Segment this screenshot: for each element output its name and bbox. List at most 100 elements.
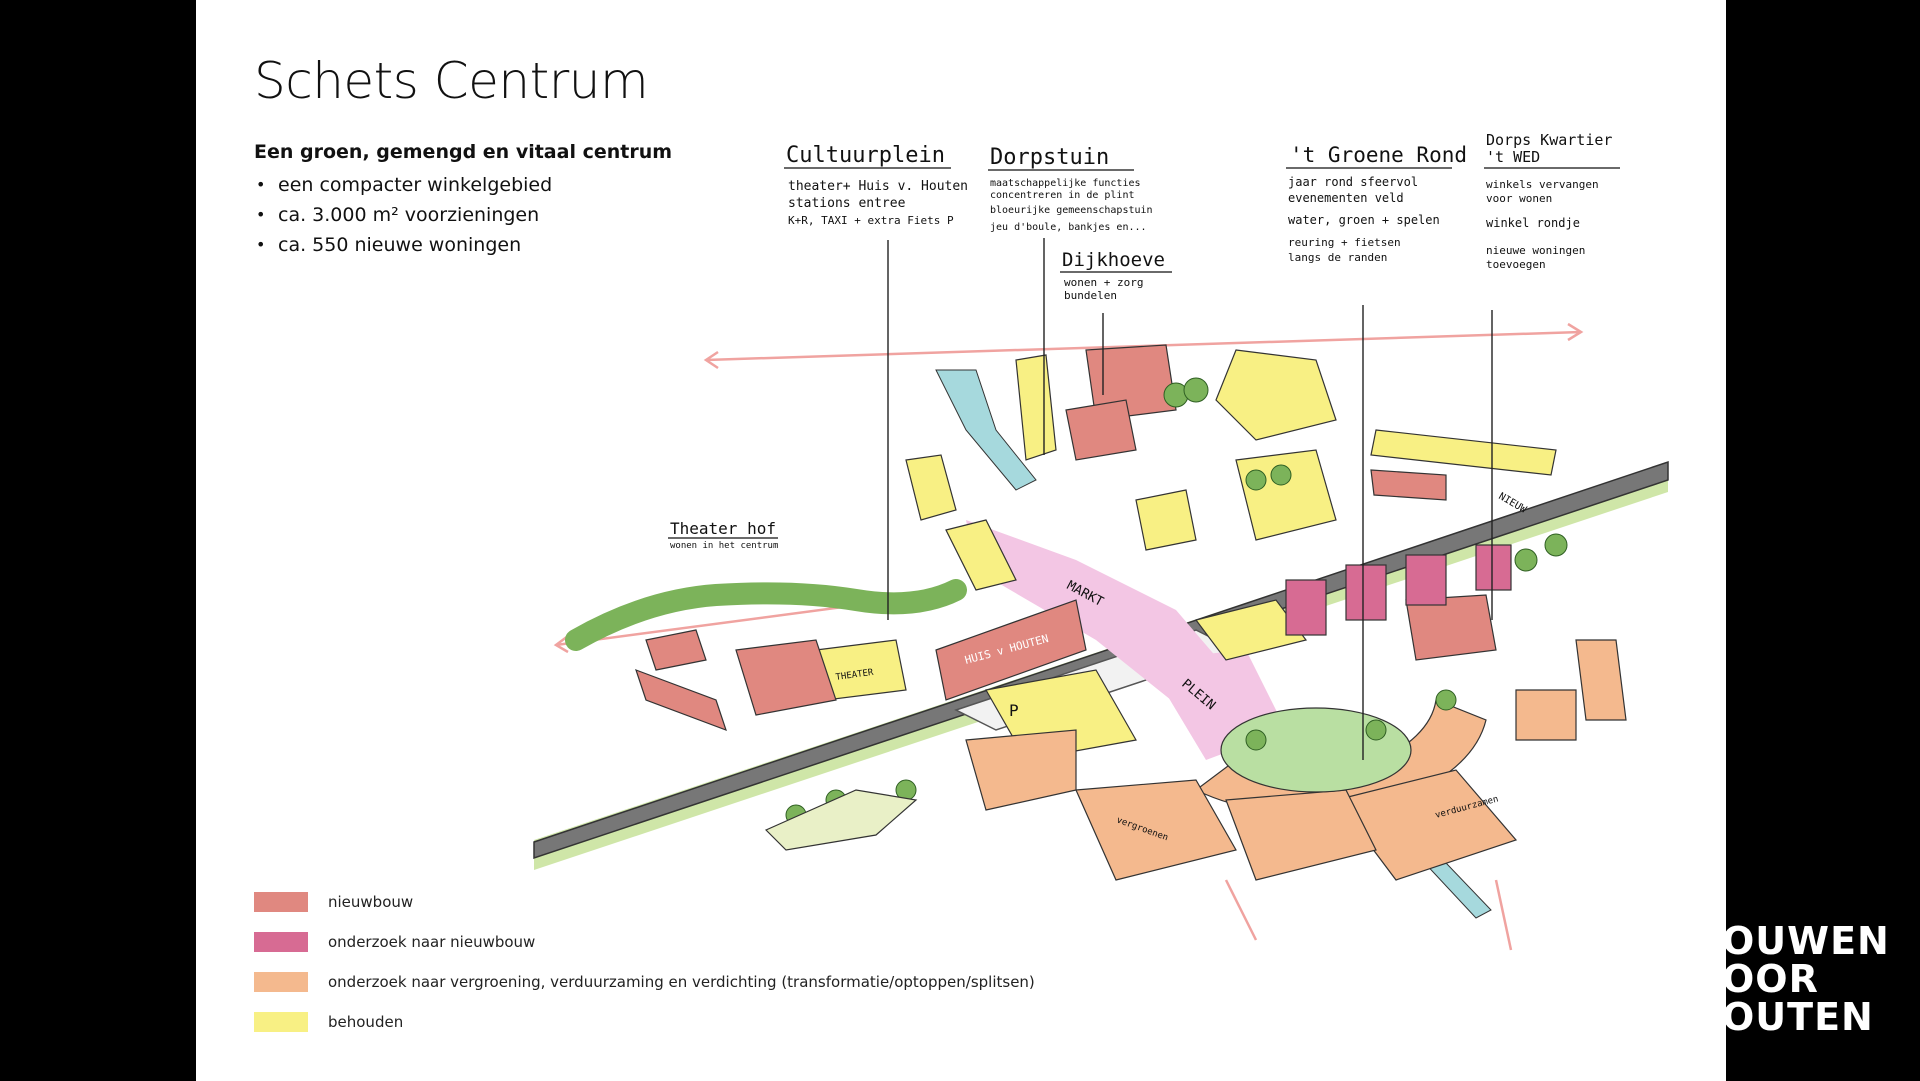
tree <box>1270 464 1292 486</box>
legend-label: behouden <box>328 1013 404 1031</box>
tree-row-north <box>565 579 967 651</box>
legend-swatch <box>254 892 308 912</box>
block-south <box>1225 789 1377 881</box>
legend-swatch <box>254 972 308 992</box>
block-far-east <box>1575 639 1627 721</box>
annotation-dorps-kwartier: Dorps Kwartier 't WED winkels vervangen … <box>1484 131 1620 271</box>
leader-lines <box>887 238 1493 760</box>
legend-item: nieuwbouw <box>254 882 1035 922</box>
tree <box>1514 548 1538 572</box>
annotation-line: toevoegen <box>1486 258 1546 271</box>
building <box>1085 344 1177 421</box>
block-east-2 <box>1515 689 1577 741</box>
annotation-dijkhoeve: Dijkhoeve wonen + zorg bundelen <box>1060 249 1172 302</box>
buildings-nieuwbouw <box>635 344 1497 732</box>
page-title: Schets Centrum <box>254 52 649 110</box>
building <box>1015 354 1057 461</box>
logo: OUWEN OOR OUTEN <box>1722 922 1890 1036</box>
legend-label: onderzoek naar vergroening, verduurzamin… <box>328 973 1035 991</box>
annotation-line: stations entree <box>788 196 906 211</box>
annotation-line: wonen in het centrum <box>670 541 778 551</box>
annotation-line: winkel rondje <box>1486 216 1580 230</box>
tower <box>1405 554 1447 606</box>
annotation-line: jeu d'boule, bankjes en... <box>990 222 1147 233</box>
arrow-bottom <box>1494 879 1513 951</box>
bullet-list: een compacter winkelgebied ca. 3.000 m² … <box>254 170 552 260</box>
annotation-title: Dorps Kwartier <box>1486 131 1612 149</box>
buildings-onderzoek-nieuwbouw <box>1285 544 1512 636</box>
legend-swatch <box>254 932 308 952</box>
annotation-line: theater+ Huis v. Houten <box>788 179 968 194</box>
logo-line: OUTEN <box>1722 995 1874 1039</box>
annotation-title: Theater hof <box>670 519 776 538</box>
tree <box>1435 689 1457 711</box>
building <box>1194 599 1308 661</box>
tree <box>1245 469 1267 491</box>
annotation-line: K+R, TAXI + extra Fiets P <box>788 214 954 227</box>
building <box>1405 594 1497 661</box>
annotation-title: Dijkhoeve <box>1062 249 1165 271</box>
building <box>1370 469 1447 501</box>
page-subtitle: Een groen, gemengd en vitaal centrum <box>254 141 673 163</box>
canal-north <box>935 369 1037 491</box>
annotation-line: nieuwe woningen <box>1486 244 1585 257</box>
legend: nieuwbouw onderzoek naar nieuwbouw onder… <box>254 882 1035 1042</box>
bullet-item: een compacter winkelgebied <box>254 170 552 200</box>
logo-line: OOR <box>1722 957 1819 1001</box>
building <box>645 629 707 671</box>
annotation-title: Dorpstuin <box>990 145 1109 170</box>
bullet-item: ca. 3.000 m² voorzieningen <box>254 200 552 230</box>
building <box>1370 429 1557 476</box>
annotation-line: concentreren in de plint <box>990 190 1135 201</box>
tree <box>1365 719 1387 741</box>
slide: Schets Centrum Een groen, gemengd en vit… <box>196 0 1726 1081</box>
arrow-head <box>553 635 569 654</box>
legend-label: nieuwbouw <box>328 893 414 911</box>
annotation-title-2: 't WED <box>1486 148 1540 166</box>
annotation-line: bundelen <box>1064 289 1117 302</box>
annotation-line: reuring + fietsen <box>1288 236 1401 249</box>
arrow-bottom-2 <box>1224 879 1258 941</box>
bullet-item: ca. 550 nieuwe woningen <box>254 230 552 260</box>
legend-item: onderzoek naar nieuwbouw <box>254 922 1035 962</box>
building <box>735 639 837 716</box>
building <box>635 668 727 732</box>
annotation-groene-rond: 't Groene Rond jaar rond sfeervol evenem… <box>1286 143 1467 264</box>
legend-item: behouden <box>254 1002 1035 1042</box>
centrum-sketch-map: Cultuurplein theater+ Huis v. Houten sta… <box>533 131 1669 951</box>
annotation-dorpstuin: Dorpstuin maatschappelijke functies conc… <box>988 145 1153 233</box>
building <box>1135 489 1197 551</box>
annotation-line: winkels vervangen <box>1486 178 1599 191</box>
block-east <box>1334 769 1518 881</box>
building <box>945 519 1017 591</box>
label-parking: P <box>1009 701 1019 720</box>
building <box>905 454 957 521</box>
annotation-line: bloeurijke gemeenschapstuin <box>990 205 1153 216</box>
logo-line: OUWEN <box>1722 919 1890 963</box>
building <box>1235 449 1337 541</box>
tree <box>1544 533 1568 557</box>
annotation-cultuurplein: Cultuurplein theater+ Huis v. Houten sta… <box>784 143 968 227</box>
block-west <box>965 729 1077 811</box>
tower <box>1475 544 1512 591</box>
green-island <box>764 789 918 851</box>
annotation-title: Cultuurplein <box>786 143 945 168</box>
label-nieuw: NIEUW <box>1497 491 1529 516</box>
tower <box>1345 564 1387 621</box>
annotation-line: wonen + zorg <box>1064 276 1143 289</box>
building <box>1215 349 1337 441</box>
annotation-line: water, groen + spelen <box>1288 213 1440 227</box>
block-southwest <box>1075 779 1237 881</box>
legend-item: onderzoek naar vergroening, verduurzamin… <box>254 962 1035 1002</box>
annotation-line: evenementen veld <box>1288 191 1404 205</box>
groene-rond-park <box>1220 707 1412 793</box>
annotation-title: 't Groene Rond <box>1290 143 1467 167</box>
annotation-theater-hof: Theater hof wonen in het centrum <box>668 519 778 551</box>
annotation-line: jaar rond sfeervol <box>1288 175 1418 189</box>
building <box>1065 399 1137 461</box>
arrow-head <box>703 350 719 370</box>
huis-v-houten-building <box>935 599 1087 701</box>
tower <box>1285 579 1327 636</box>
tree <box>1183 377 1209 403</box>
arrow-head <box>1567 322 1584 342</box>
